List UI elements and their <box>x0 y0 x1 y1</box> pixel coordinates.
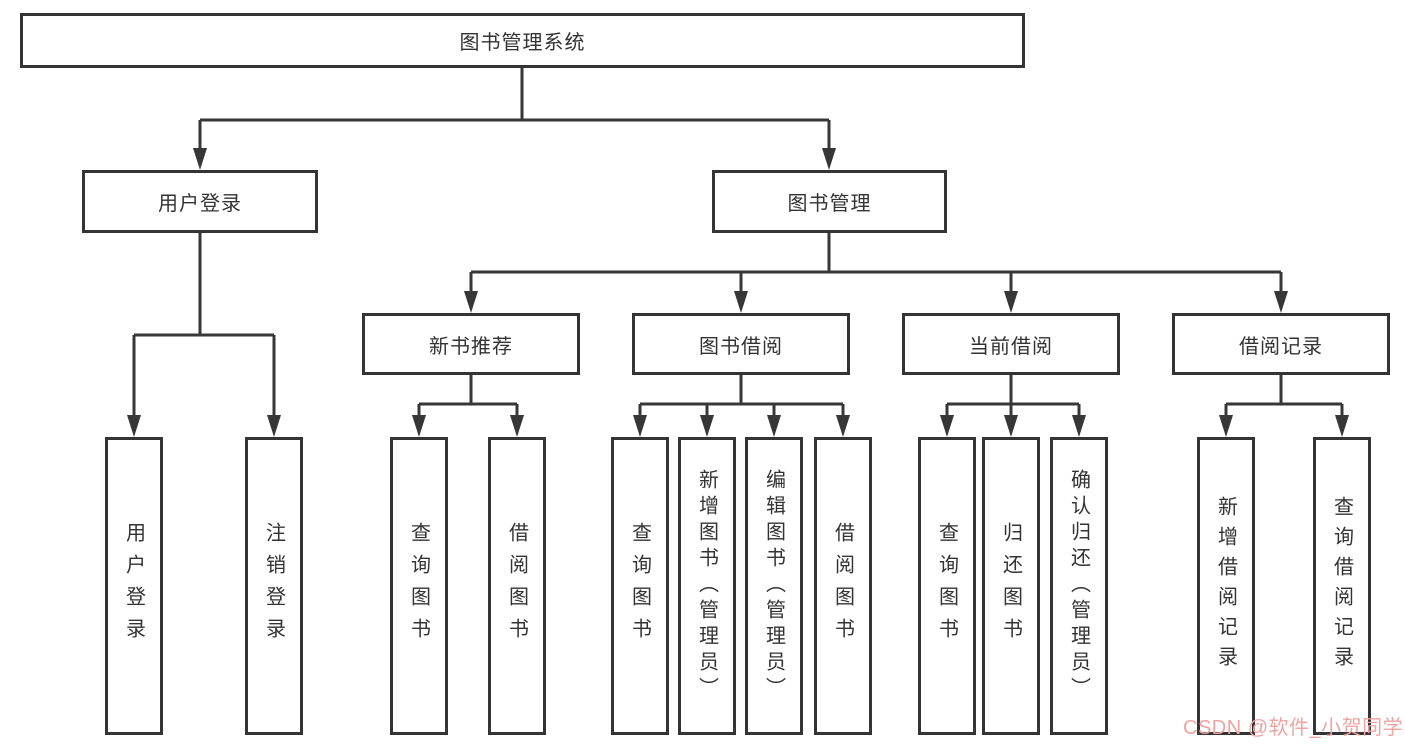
node-book-borrow: 图书借阅 <box>632 313 850 375</box>
connector-user-login-children <box>127 233 281 437</box>
node-book-management-label: 图书管理 <box>787 193 872 215</box>
node-leaf-edit-book-admin: 编辑图书（管理员） <box>745 437 803 735</box>
connector-records-children <box>1219 375 1349 437</box>
node-leaf-borrow-book-1: 借阅图书 <box>488 437 546 735</box>
node-leaf-query-borrow-record: 查询借阅记录 <box>1313 437 1371 735</box>
leaf-label: 新增借阅记录 <box>1214 496 1237 676</box>
node-leaf-return-book: 归还图书 <box>982 437 1040 735</box>
node-root-label: 图书管理系统 <box>459 32 586 54</box>
node-leaf-query-book-3: 查询图书 <box>918 437 976 735</box>
leaf-label: 查询图书 <box>628 522 651 650</box>
leaf-label: 借阅图书 <box>505 522 528 650</box>
csdn-watermark: CSDN @软件_小贺同学 <box>1183 717 1404 739</box>
connector-root-to-level2 <box>193 68 836 170</box>
node-borrow-records-label: 借阅记录 <box>1239 335 1323 358</box>
leaf-label: 查询借阅记录 <box>1330 496 1353 676</box>
node-leaf-logout: 注销登录 <box>245 437 303 735</box>
connector-borrow-children <box>633 375 850 437</box>
leaf-label: 新增图书（管理员） <box>695 469 718 703</box>
node-user-login: 用户登录 <box>82 170 318 233</box>
leaf-label: 查询图书 <box>935 522 958 650</box>
node-current-borrow: 当前借阅 <box>902 313 1120 375</box>
node-leaf-confirm-return-admin: 确认归还（管理员） <box>1050 437 1108 735</box>
node-borrow-records: 借阅记录 <box>1172 313 1390 375</box>
node-leaf-borrow-book-2: 借阅图书 <box>814 437 872 735</box>
node-leaf-query-book-1: 查询图书 <box>390 437 448 735</box>
node-book-management: 图书管理 <box>712 170 947 233</box>
node-user-login-label: 用户登录 <box>158 193 242 215</box>
leaf-label: 编辑图书（管理员） <box>762 469 785 703</box>
node-leaf-add-book-admin: 新增图书（管理员） <box>678 437 736 735</box>
connector-current-children <box>940 375 1086 437</box>
leaf-label: 用户登录 <box>122 522 145 650</box>
connector-book-management-children <box>464 233 1288 313</box>
leaf-label: 确认归还（管理员） <box>1067 469 1090 703</box>
connector-recommend-children <box>412 375 524 437</box>
node-leaf-user-login: 用户登录 <box>105 437 163 735</box>
node-new-book-recommend: 新书推荐 <box>362 313 580 375</box>
leaf-label: 借阅图书 <box>831 522 854 650</box>
node-leaf-add-borrow-record: 新增借阅记录 <box>1197 437 1255 735</box>
leaf-label: 查询图书 <box>407 522 430 650</box>
leaf-label: 注销登录 <box>262 522 285 650</box>
node-root: 图书管理系统 <box>20 13 1025 68</box>
node-book-borrow-label: 图书借阅 <box>699 335 783 358</box>
node-new-book-recommend-label: 新书推荐 <box>429 335 513 358</box>
node-leaf-query-book-2: 查询图书 <box>611 437 669 735</box>
node-current-borrow-label: 当前借阅 <box>969 335 1053 358</box>
leaf-label: 归还图书 <box>999 522 1022 650</box>
